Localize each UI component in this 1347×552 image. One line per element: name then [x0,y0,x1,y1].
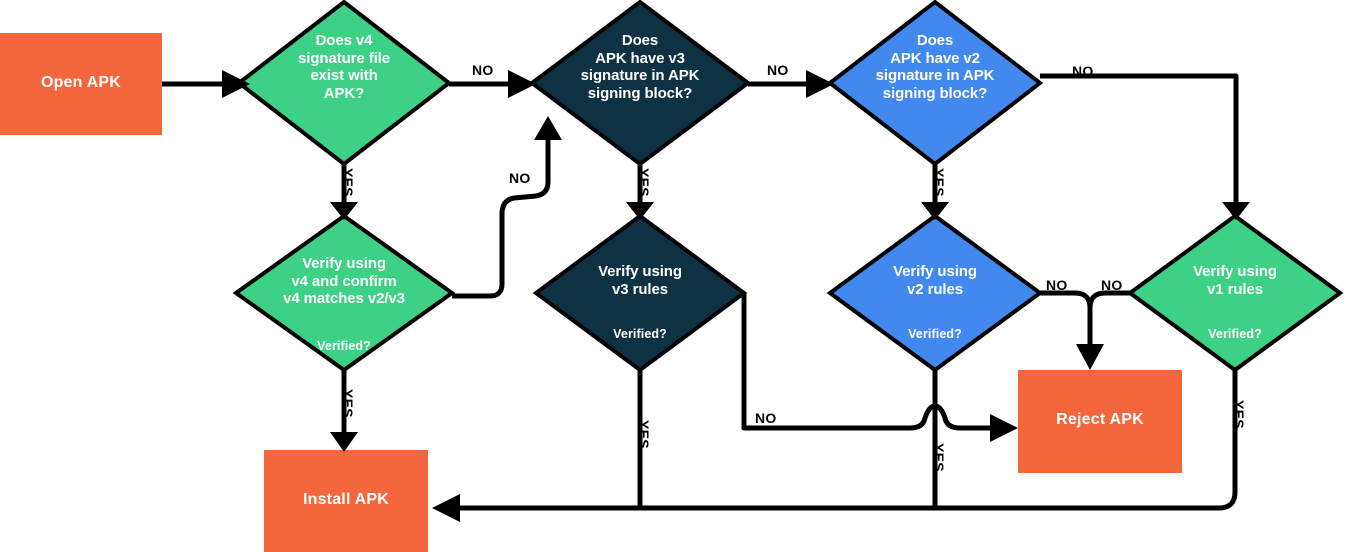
edge-v3verify-no-hop [909,403,990,431]
arrowhead-v4verify-no-to-qv3 [534,116,562,140]
arrowhead-qv4-no-to-qv3 [508,70,536,98]
node-q-v3-sig[interactable] [528,0,752,167]
node-q-v4-file[interactable] [235,0,453,167]
arrowhead-v3verify-no-to-reject [990,414,1018,442]
node-v4-verify[interactable] [232,213,456,373]
arrowhead-qv4-yes-to-v4verify [330,202,358,220]
arrowhead-qv2-no-to-v1verify [1222,202,1250,220]
edge-v1verify-yes-to-install [460,370,1238,511]
edge-v3verify-no-to-reject [741,293,910,431]
arrowhead-qv3-yes-to-v3verify [626,202,654,220]
node-reject-apk[interactable] [1018,370,1182,473]
node-v2-verify[interactable] [826,213,1044,373]
node-install-apk[interactable] [264,450,428,552]
arrowhead-v2verify-no-to-reject [1076,344,1104,370]
node-v3-verify[interactable] [532,213,748,373]
edge-v1verify-no-to-reject [1087,290,1130,336]
edge-v2verify-no-to-reject [1040,290,1093,344]
edge-v4verify-no-to-qv3 [452,140,551,299]
node-q-v2-sig[interactable] [826,0,1044,167]
arrowhead-bottom-rail-to-install [432,494,460,522]
edge-qv2-no-to-v1verify [1040,73,1239,202]
arrowhead-qv3-no-to-qv2 [806,70,834,98]
node-open-apk[interactable] [0,33,162,135]
arrowhead-v4verify-yes-to-install [330,432,358,452]
arrowhead-qv2-yes-to-v2verify [921,202,949,220]
node-v1-verify[interactable] [1126,213,1344,373]
arrowhead-open-to-qv4 [222,70,250,98]
